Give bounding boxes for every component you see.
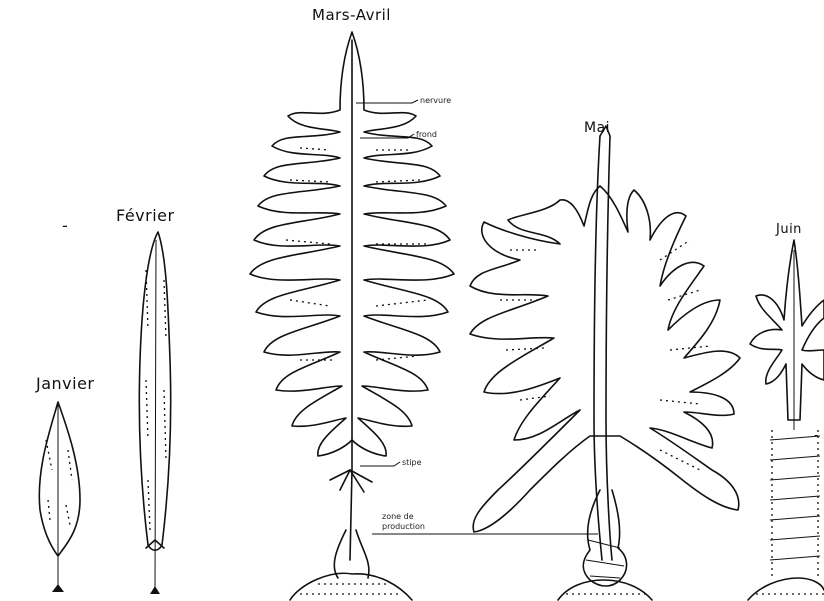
mars-avril-leaders: [356, 100, 598, 534]
annotation-dash-right: -: [814, 428, 819, 442]
label-juin: Juin: [776, 222, 802, 237]
annotation-dash-left: -: [62, 216, 68, 235]
janvier-blade: [39, 402, 80, 592]
annotation-nervure: nervure: [420, 96, 451, 105]
label-fevrier: Février: [116, 206, 175, 225]
annotation-frond: frond: [416, 130, 437, 139]
label-janvier: Janvier: [36, 374, 95, 393]
fevrier-blade: [139, 232, 170, 594]
annotation-stipe: stipe: [402, 458, 422, 467]
label-mai: Mai: [584, 120, 610, 136]
juin-frond: [748, 240, 824, 600]
mai-frond: [470, 126, 740, 600]
label-mars-avril: Mars-Avril: [312, 6, 391, 24]
annotation-zone-de-production: zone de production: [382, 512, 442, 532]
